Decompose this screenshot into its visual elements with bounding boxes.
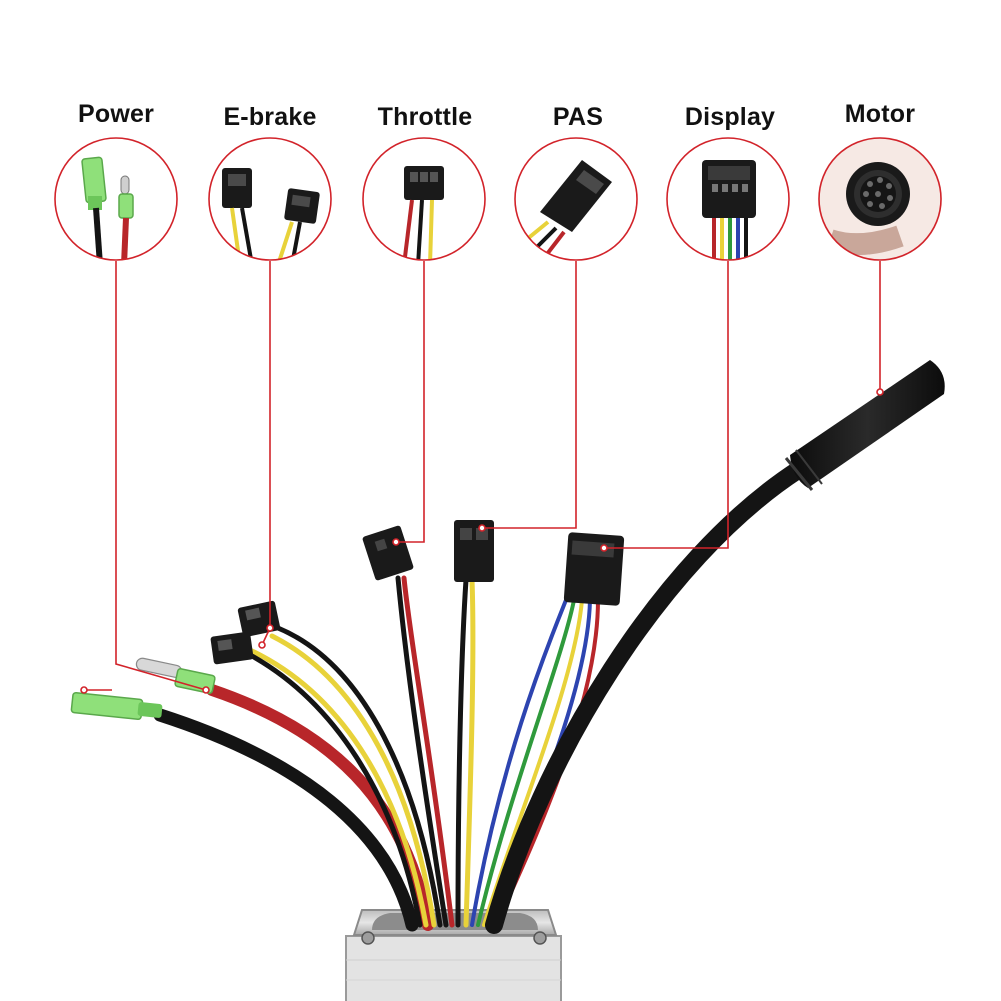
label-throttle: Throttle: [377, 103, 473, 131]
zoom-circle-ebrake: [208, 137, 332, 261]
zoom-circle-power: [54, 137, 178, 261]
label-display: Display: [684, 103, 776, 131]
label-power: Power: [77, 100, 155, 128]
leader-throttle: [396, 261, 425, 543]
label-pas: PAS: [552, 103, 604, 131]
leader-display: [604, 261, 729, 549]
pas-connector: [454, 520, 494, 582]
leader-dots: [80, 388, 884, 694]
zoom-circle-pas: [514, 137, 638, 261]
label-ebrake: E-brake: [223, 103, 317, 131]
label-motor: Motor: [844, 100, 916, 128]
zoom-circle-motor: [818, 137, 942, 261]
zoom-circle-display: [666, 137, 790, 261]
motor-connector: [784, 360, 945, 491]
cable-bundle: [153, 461, 807, 934]
leader-lines: [84, 261, 881, 691]
leader-power: [115, 261, 207, 691]
display-connector: [563, 532, 625, 606]
throttle-connector: [362, 525, 414, 581]
power-connectors: [70, 657, 216, 721]
leader-pas: [482, 261, 577, 529]
zoom-circle-throttle: [362, 137, 486, 261]
